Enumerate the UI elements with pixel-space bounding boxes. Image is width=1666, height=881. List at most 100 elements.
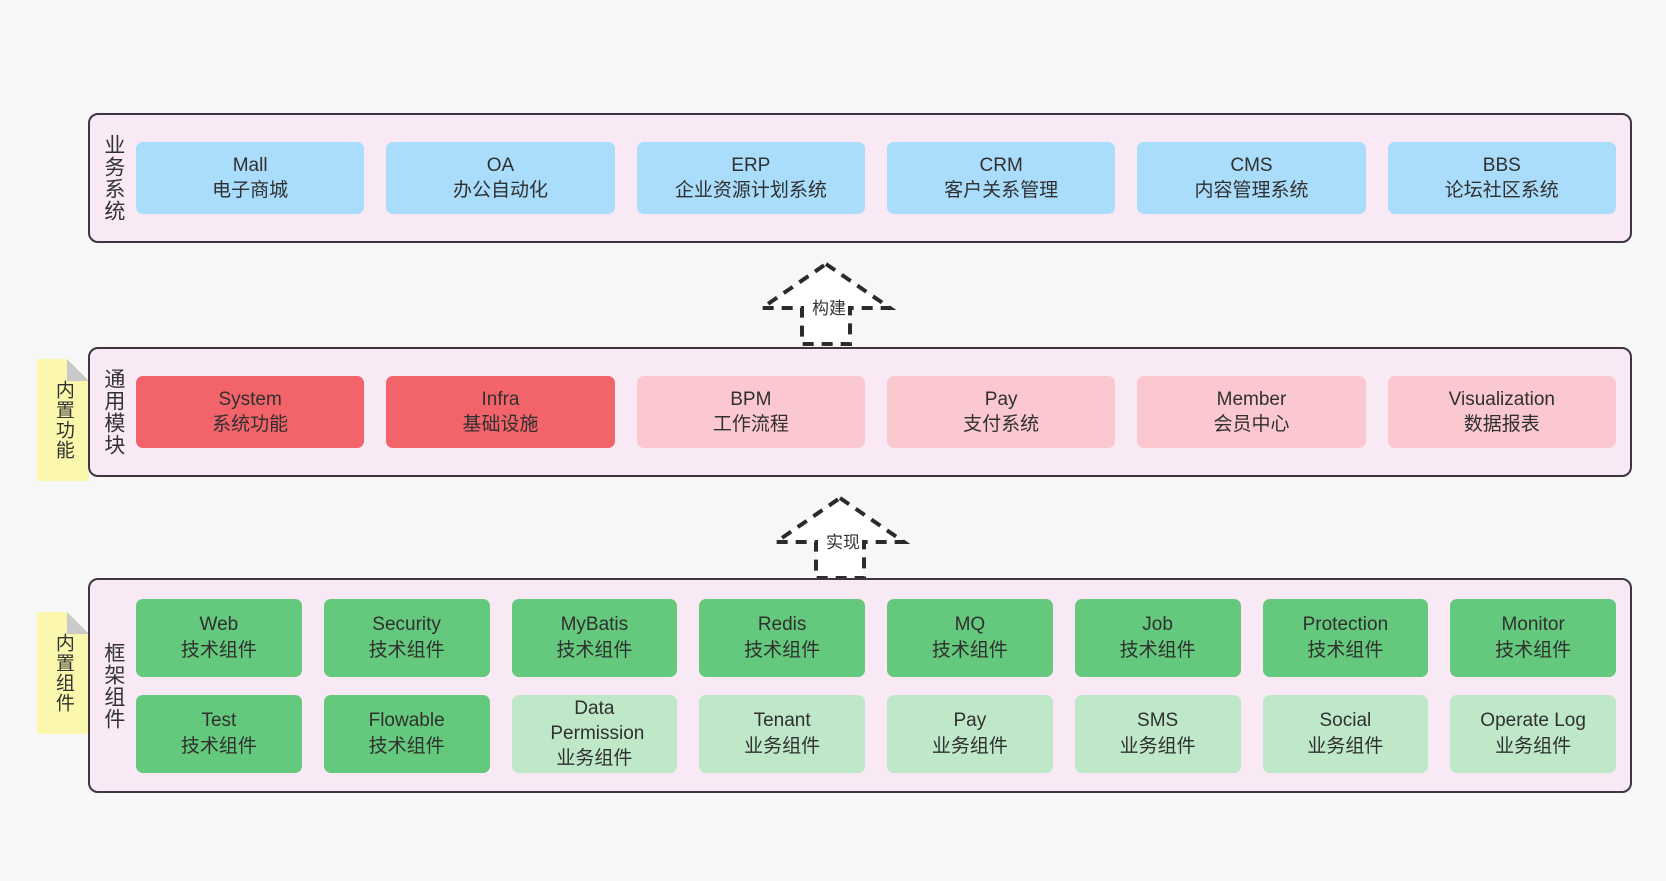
component-box-operate-log[interactable]: Operate Log 业务组件 (1450, 694, 1616, 773)
component-subtitle: 技术组件 (180, 735, 257, 757)
component-box-data-permission[interactable]: Data Permission 业务组件 (511, 694, 678, 773)
component-title: Operate Log (1480, 710, 1586, 732)
component-box-flowable[interactable]: Flowable 技术组件 (323, 694, 490, 773)
component-title: Security (372, 614, 441, 636)
layer-label-framework-component: 框架组件 (101, 641, 125, 730)
component-title: Redis (757, 614, 807, 636)
component-box-sms[interactable]: SMS 业务组件 (1074, 694, 1241, 773)
component-subtitle: 业务组件 (556, 748, 633, 770)
module-box-pay[interactable]: Pay 支付系统 (886, 376, 1116, 448)
module-box-system[interactable]: System 系统功能 (136, 376, 365, 448)
component-box-pay[interactable]: Pay 业务组件 (887, 694, 1053, 773)
module-box-crm[interactable]: CRM 客户关系管理 (886, 142, 1116, 214)
module-subtitle: 电子商城 (212, 180, 289, 201)
module-title: OA (486, 154, 515, 176)
module-title: BBS (1482, 154, 1521, 176)
connector-implement-label: 实现 (826, 533, 860, 552)
component-subtitle: 业务组件 (931, 735, 1008, 757)
module-subtitle: 数据报表 (1463, 414, 1540, 435)
layer-row: Mall 电子商城 OA 办公自动化 ERP 企业资源计划系统 CRM 客户关系… (136, 142, 1616, 214)
component-box-social[interactable]: Social 业务组件 (1262, 694, 1429, 773)
layer-common-module: 通用模块 System 系统功能 Infra 基础设施 BPM 工作流程 Pay… (88, 347, 1632, 477)
component-title: Flowable (368, 710, 445, 732)
component-title: Web (199, 614, 239, 636)
module-box-cms[interactable]: CMS 内容管理系统 (1137, 142, 1366, 214)
component-subtitle: 技术组件 (931, 639, 1008, 661)
component-title: Test (201, 710, 237, 732)
note-fold-corner-icon (67, 612, 89, 634)
module-box-member[interactable]: Member 会员中心 (1137, 376, 1366, 448)
component-title: Pay (953, 710, 987, 732)
component-box-mq[interactable]: MQ 技术组件 (887, 598, 1053, 677)
module-title: Member (1216, 388, 1287, 410)
component-subtitle: 业务组件 (1307, 735, 1384, 757)
module-title: Mall (232, 154, 268, 176)
component-box-security[interactable]: Security 技术组件 (323, 598, 490, 677)
component-title: MQ (954, 614, 986, 636)
module-title: CRM (979, 154, 1023, 176)
component-box-protection[interactable]: Protection 技术组件 (1262, 598, 1429, 677)
module-title: BPM (730, 388, 772, 410)
module-subtitle: 客户关系管理 (944, 180, 1059, 201)
component-title: Tenant (753, 710, 811, 732)
module-title: Visualization (1448, 388, 1555, 410)
component-title: Job (1142, 614, 1173, 636)
sticky-note-text: 内置功能 (52, 380, 74, 460)
module-subtitle: 系统功能 (212, 414, 289, 435)
layer-business-system: 业务系统 Mall 电子商城 OA 办公自动化 ERP 企业资源计划系统 CRM… (88, 113, 1632, 243)
layer-row: System 系统功能 Infra 基础设施 BPM 工作流程 Pay 支付系统… (136, 376, 1616, 448)
module-title: Pay (984, 388, 1018, 410)
module-box-oa[interactable]: OA 办公自动化 (386, 142, 615, 214)
component-title: Monitor (1501, 614, 1565, 636)
layer-row: Web 技术组件 Security 技术组件 MyBatis 技术组件 Redi… (136, 598, 1616, 677)
sticky-note-builtin-component: 内置组件 (37, 612, 89, 734)
component-subtitle: 技术组件 (1119, 639, 1196, 661)
module-box-infra[interactable]: Infra 基础设施 (386, 376, 615, 448)
component-title: MyBatis (560, 614, 629, 636)
sticky-note-builtin-function: 内置功能 (37, 359, 89, 481)
module-title: Infra (481, 388, 520, 410)
layer-body-framework-component: Web 技术组件 Security 技术组件 MyBatis 技术组件 Redi… (136, 580, 1630, 791)
layer-body-common-module: System 系统功能 Infra 基础设施 BPM 工作流程 Pay 支付系统… (136, 349, 1630, 475)
component-box-tenant[interactable]: Tenant 业务组件 (699, 694, 865, 773)
component-subtitle: 技术组件 (368, 639, 445, 661)
component-subtitle: 技术组件 (1495, 639, 1572, 661)
note-fold-corner-icon (67, 359, 89, 381)
module-box-visualization[interactable]: Visualization 数据报表 (1387, 376, 1616, 448)
layer-body-business-system: Mall 电子商城 OA 办公自动化 ERP 企业资源计划系统 CRM 客户关系… (136, 115, 1630, 241)
layer-label-business-system: 业务系统 (101, 134, 125, 222)
module-box-mall[interactable]: Mall 电子商城 (136, 142, 365, 214)
sticky-note-text: 内置组件 (52, 633, 74, 713)
component-title: Social (1319, 710, 1372, 732)
module-box-bbs[interactable]: BBS 论坛社区系统 (1387, 142, 1616, 214)
module-box-erp[interactable]: ERP 企业资源计划系统 (636, 142, 865, 214)
component-subtitle: 业务组件 (1495, 735, 1572, 757)
component-box-web[interactable]: Web 技术组件 (136, 598, 302, 677)
layer-label-common-module: 通用模块 (101, 368, 125, 456)
module-subtitle: 支付系统 (963, 414, 1040, 435)
component-subtitle: 技术组件 (556, 639, 633, 661)
module-subtitle: 论坛社区系统 (1444, 180, 1559, 201)
module-title: ERP (731, 154, 771, 176)
component-title: Protection (1302, 614, 1389, 636)
component-box-mybatis[interactable]: MyBatis 技术组件 (511, 598, 678, 677)
component-subtitle: 技术组件 (1307, 639, 1384, 661)
generalization-arrow-icon (756, 261, 896, 346)
module-subtitle: 企业资源计划系统 (674, 180, 827, 201)
module-subtitle: 会员中心 (1213, 414, 1290, 435)
component-subtitle: 业务组件 (744, 735, 821, 757)
layer-framework-component: 框架组件 Web 技术组件 Security 技术组件 MyBatis 技术组件… (88, 578, 1632, 793)
component-subtitle: 业务组件 (1119, 735, 1196, 757)
module-subtitle: 办公自动化 (452, 180, 548, 201)
component-box-job[interactable]: Job 技术组件 (1074, 598, 1241, 677)
component-subtitle: 技术组件 (744, 639, 821, 661)
module-subtitle: 内容管理系统 (1194, 180, 1309, 201)
component-box-monitor[interactable]: Monitor 技术组件 (1450, 598, 1616, 677)
component-title: SMS (1137, 710, 1179, 732)
component-box-redis[interactable]: Redis 技术组件 (699, 598, 865, 677)
component-subtitle: 技术组件 (180, 639, 257, 661)
component-box-test[interactable]: Test 技术组件 (136, 694, 302, 773)
component-title: Data Permission (550, 697, 645, 744)
module-box-bpm[interactable]: BPM 工作流程 (636, 376, 865, 448)
